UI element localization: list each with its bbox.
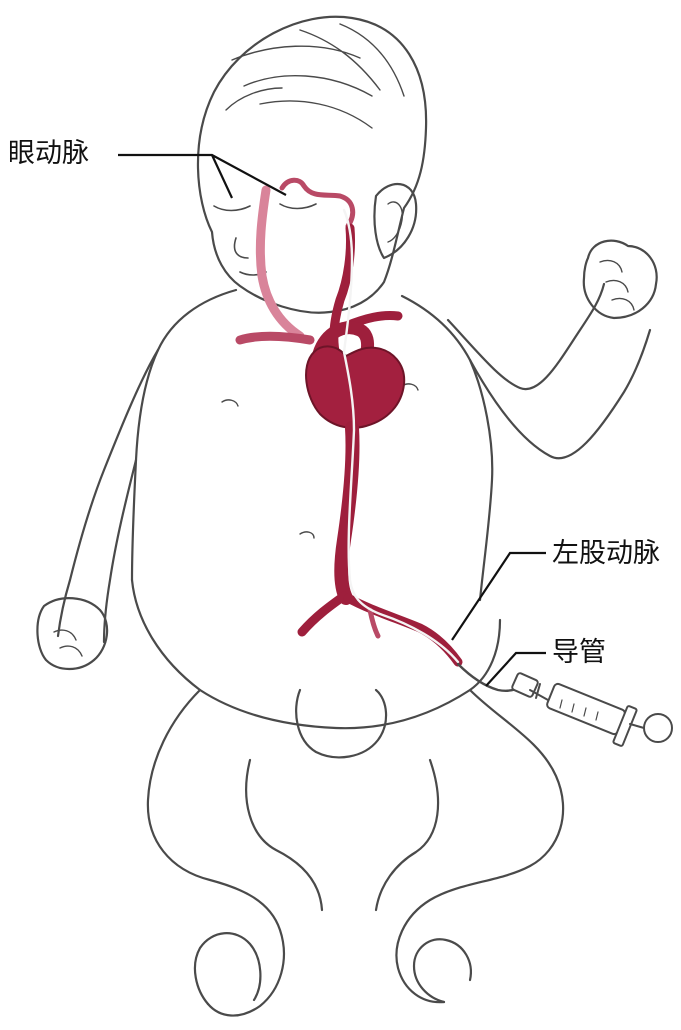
label-left-femoral-artery: 左股动脉 [552,540,660,567]
right-iliac-artery [302,596,344,632]
catheter-assembly [458,664,672,746]
groin-outline [296,690,386,757]
right-carotid-artery [260,190,300,336]
left-eye-closed [280,204,316,209]
label-catheter: 导管 [552,639,606,666]
fist-fingers [600,260,634,310]
nipple-right [222,400,238,406]
catheter-in-artery [344,210,458,662]
heart [306,346,404,427]
label-ophthalmic-artery: 眼动脉 [8,140,89,167]
nose [235,238,249,258]
foot-left [414,939,471,1002]
leg-left-outline [376,690,563,1002]
catheter-hub [511,672,538,697]
hip-outline [132,580,500,728]
arterial-tree [240,180,458,662]
right-subclavian-artery [240,336,310,340]
leg-right-outline [148,690,322,1016]
syringe-plunger-rod [630,724,644,728]
hair-strands [226,24,404,128]
foot-right [195,933,260,1004]
descending-aorta [341,428,352,598]
syringe-plunger-knob [644,714,672,742]
ophthalmic-artery-branch [282,180,353,226]
leader-ophthalmic [118,155,286,198]
left-iliac-femoral-artery [348,598,458,662]
navel [300,532,314,538]
right-eye-closed [214,206,250,211]
arm-raised-outline [448,284,650,458]
